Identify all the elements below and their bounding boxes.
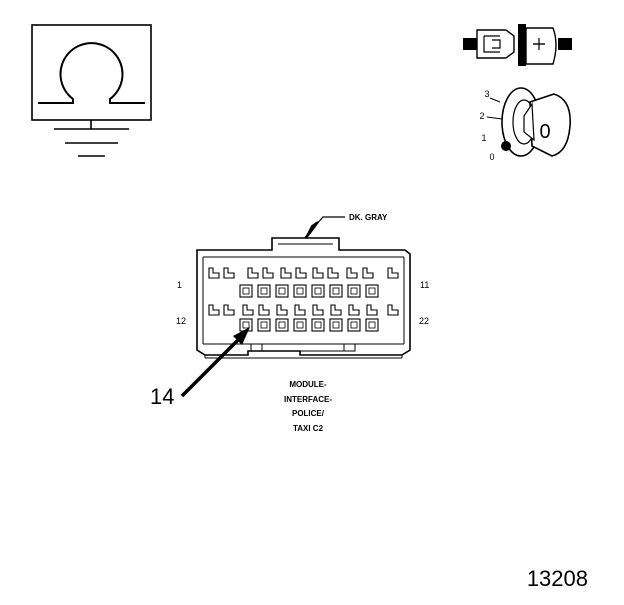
connector-name-line-2: INTERFACE- <box>284 395 332 404</box>
cavity-mid-latch-3 <box>242 304 254 316</box>
switch-position-3: 3 <box>484 89 489 99</box>
cavity-row1-2 <box>257 284 271 298</box>
cavity-mid-latch-10 <box>366 304 378 316</box>
cavity-row2-4 <box>293 318 307 332</box>
cavity-row2-5 <box>311 318 325 332</box>
cavity-row2-2 <box>257 318 271 332</box>
pin-label-1: 1 <box>177 280 182 290</box>
position-tick-2 <box>486 116 503 120</box>
wire-color-label: DK. GRAY <box>349 213 388 222</box>
pin-label-11: 11 <box>420 280 429 290</box>
connector-name-line-4: TAXI C2 <box>293 424 324 433</box>
switch-position-2: 2 <box>479 111 484 121</box>
ground-icon <box>54 128 129 157</box>
cavity-row2-6 <box>329 318 343 332</box>
pin-label-22: 22 <box>419 316 429 326</box>
cavity-row2-3 <box>275 318 289 332</box>
cavity-row1-7 <box>347 284 361 298</box>
figure-number: 13208 <box>527 566 588 591</box>
cavity-row1-8 <box>365 284 379 298</box>
cavity-top-latch-6 <box>295 267 307 279</box>
cavity-top-latch-1 <box>208 267 220 279</box>
cavity-mid-latch-1 <box>208 304 220 316</box>
connector-name-line-3: POLICE/ <box>292 409 325 418</box>
switch-position-0: 0 <box>489 152 494 162</box>
omega-icon <box>38 42 145 104</box>
cavity-mid-latch-6 <box>294 304 306 316</box>
ignition-switch-icon <box>501 87 571 157</box>
cavity-row1-5 <box>311 284 325 298</box>
switch-position-1: 1 <box>481 133 486 143</box>
cavity-mid-latch-7 <box>312 304 324 316</box>
cavity-top-latch-2 <box>223 267 235 279</box>
cavity-top-latch-8 <box>327 267 339 279</box>
cavity-mid-latch-11 <box>387 304 399 316</box>
cavity-top-latch-5 <box>280 267 292 279</box>
cavity-row2-8 <box>365 318 379 332</box>
cavity-top-latch-7 <box>312 267 324 279</box>
cavity-row1-1 <box>239 284 253 298</box>
cavity-top-latch-11 <box>387 267 399 279</box>
cavity-row1-6 <box>329 284 343 298</box>
cavity-row1-3 <box>275 284 289 298</box>
pin-label-12: 12 <box>176 316 186 326</box>
connector-name-line-1: MODULE- <box>289 380 327 389</box>
callout-arrow-head <box>233 327 250 345</box>
cavity-top-latch-10 <box>362 267 374 279</box>
cavity-row2-7 <box>347 318 361 332</box>
ignition-key-label: 0 <box>539 121 550 143</box>
connector-pair-icon <box>463 24 572 66</box>
ohmmeter-box <box>31 24 152 121</box>
cavity-mid-latch-8 <box>330 304 342 316</box>
wire-color-leader <box>314 216 345 227</box>
callout-number: 14 <box>150 384 174 409</box>
cavity-top-latch-4 <box>262 267 274 279</box>
cavity-top-latch-9 <box>346 267 358 279</box>
connector-cavities <box>208 267 399 332</box>
cavity-mid-latch-4 <box>258 304 270 316</box>
cavity-mid-latch-9 <box>348 304 360 316</box>
cavity-top-latch-3 <box>247 267 259 279</box>
position-tick-3 <box>489 97 501 103</box>
cavity-row1-4 <box>293 284 307 298</box>
callout-arrow-shaft <box>180 334 244 398</box>
ohmmeter-symbol <box>31 24 152 157</box>
connector-body <box>196 237 411 359</box>
switch-position-dot <box>501 141 511 151</box>
cavity-mid-latch-2 <box>223 304 235 316</box>
cavity-mid-latch-5 <box>276 304 288 316</box>
